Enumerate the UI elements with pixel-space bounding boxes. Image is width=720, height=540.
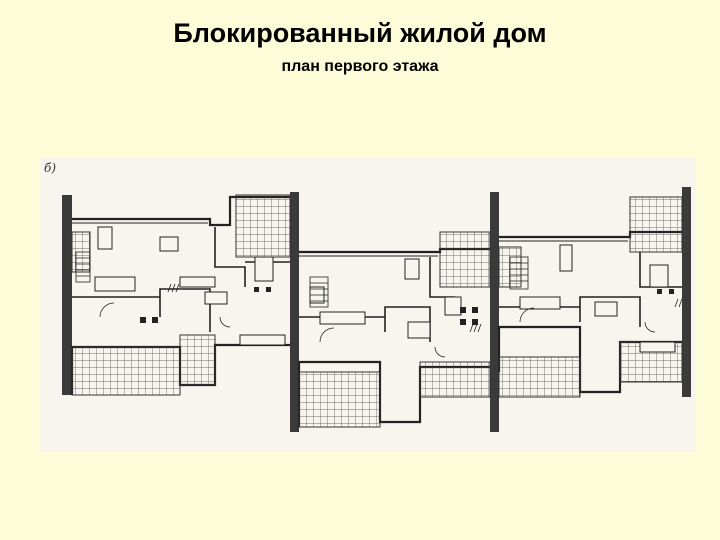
doors bbox=[99, 302, 656, 358]
furniture bbox=[94, 226, 676, 353]
party-wall-2 bbox=[490, 192, 499, 432]
radiators bbox=[167, 283, 683, 333]
chairs bbox=[140, 287, 674, 325]
floor-plan-drawing: б) bbox=[40, 157, 696, 452]
slide-subtitle: план первого этажа bbox=[281, 58, 439, 75]
stairs bbox=[75, 251, 529, 308]
party-walls bbox=[62, 187, 691, 432]
plan-label: б) bbox=[44, 161, 57, 175]
party-wall-1 bbox=[290, 192, 299, 432]
floor-plan-svg bbox=[62, 187, 691, 432]
slide-title: Блокированный жилой дом bbox=[173, 18, 547, 48]
